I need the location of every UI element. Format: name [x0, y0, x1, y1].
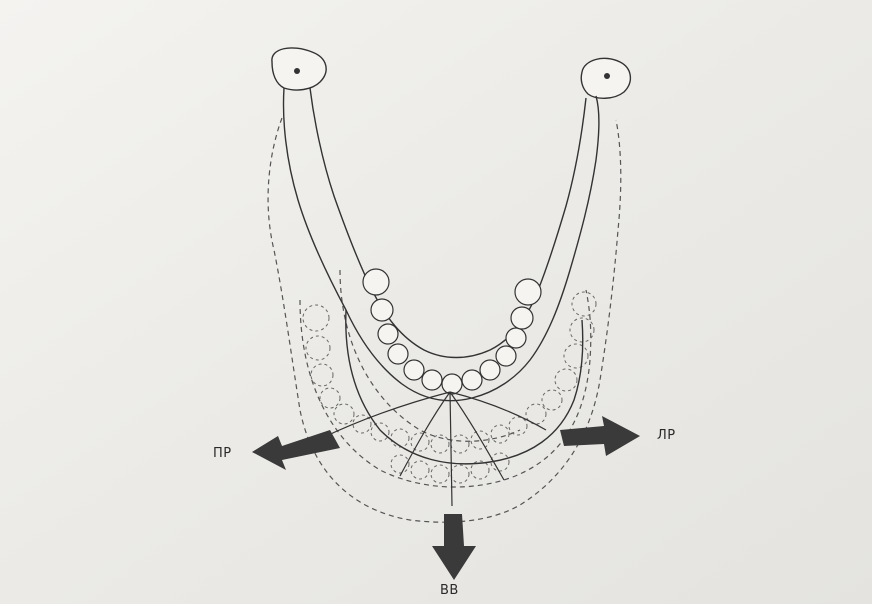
- label-left: ПР: [213, 446, 232, 461]
- label-bottom: ВВ: [440, 583, 459, 598]
- label-right: ЛР: [657, 428, 676, 443]
